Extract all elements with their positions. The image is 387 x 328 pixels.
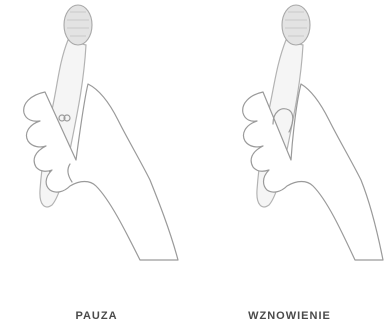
device-head [282,5,310,45]
device-head [64,5,92,45]
caption-resume: WZNOWIENIE [193,310,386,322]
panel-pause: PAUZA [0,0,193,328]
caption-pause: PAUZA [0,310,193,322]
panel-resume: WZNOWIENIE [193,0,386,328]
pause-illustration [0,0,193,300]
resume-illustration [193,0,386,300]
